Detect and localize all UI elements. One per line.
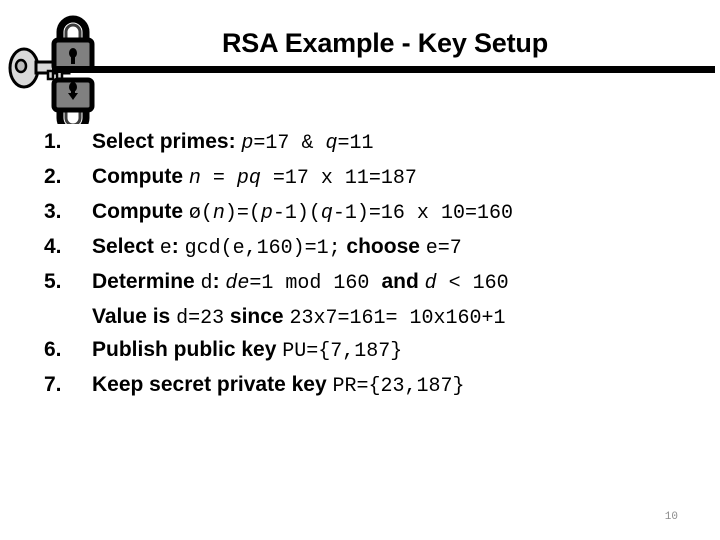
- closed-padlock-shape: [51, 15, 95, 73]
- text-run: =17: [253, 132, 290, 155]
- text-run: =17 x 11=187: [260, 167, 417, 190]
- list-item-number: 5.: [44, 270, 62, 293]
- text-run: p: [241, 132, 254, 155]
- list-item-number: 4.: [44, 235, 62, 258]
- text-run: -1)(: [272, 202, 321, 225]
- text-run: d: [200, 272, 213, 295]
- title-divider: [52, 66, 715, 73]
- text-run: =1 mod 160: [249, 272, 382, 295]
- text-run: q: [320, 202, 333, 225]
- list-item: 3. Compute ø(n)=(p-1)(q-1)=16 x 10=160: [0, 196, 720, 231]
- text-run: p: [260, 202, 273, 225]
- list-item-text: Keep secret private key PR={23,187}: [92, 369, 465, 402]
- list-item-number: 2.: [44, 165, 62, 188]
- text-run: Compute: [92, 200, 189, 223]
- page-title: RSA Example - Key Setup: [222, 28, 548, 58]
- text-run: gcd(e,160)=1;: [184, 237, 341, 260]
- list-item: 5. Determine d: de=1 mod 160 and d < 160: [0, 266, 720, 301]
- list-item-number: 6.: [44, 338, 62, 361]
- text-run: )=(: [224, 202, 261, 225]
- text-run: n: [212, 202, 225, 225]
- list-item: 4. Select e: gcd(e,160)=1; choose e=7: [0, 231, 720, 266]
- list-item-text: Select e: gcd(e,160)=1; choose e=7: [92, 231, 462, 264]
- text-run: Publish public key: [92, 338, 283, 361]
- text-run: PR={23,187}: [332, 375, 465, 398]
- list-item-text: Determine d: de=1 mod 160 and d < 160: [92, 266, 509, 299]
- text-run: &: [289, 132, 326, 155]
- text-run: =: [200, 167, 237, 190]
- list-item-number: 1.: [44, 130, 62, 153]
- list-item-number: 3.: [44, 200, 62, 223]
- list-item: 6. Publish public key PU={7,187}: [0, 334, 720, 369]
- text-run: Select primes:: [92, 130, 242, 153]
- list-item-text: Compute ø(n)=(p-1)(q-1)=16 x 10=160: [92, 196, 513, 229]
- text-run: < 160: [436, 272, 509, 295]
- text-run: Select: [92, 235, 160, 258]
- list-item-text: Value is d=23 since 23x7=161= 10x160+1: [92, 301, 506, 334]
- text-run: d: [424, 272, 437, 295]
- text-run: Determine: [92, 270, 201, 293]
- text-run: :: [212, 270, 226, 293]
- list-item-number: 7.: [44, 373, 62, 396]
- text-run: =11: [337, 132, 374, 155]
- text-run: d=23: [176, 307, 225, 330]
- text-run: q: [325, 132, 338, 155]
- text-run: since: [224, 305, 290, 328]
- text-run: de: [225, 272, 250, 295]
- text-run: e: [159, 237, 172, 260]
- text-run: choose: [340, 235, 426, 258]
- open-padlock-shape: [51, 77, 95, 124]
- list-item-text: Select primes: p=17 & q=11: [92, 126, 373, 159]
- slide-header: RSA Example - Key Setup: [0, 0, 720, 124]
- page-number: 10: [664, 511, 678, 523]
- text-run: Compute: [92, 165, 189, 188]
- text-run: PU={7,187}: [282, 340, 403, 363]
- text-run: n: [188, 167, 201, 190]
- list-item-text: Publish public key PU={7,187}: [92, 334, 402, 367]
- text-run: 23x7=161= 10x160+1: [289, 307, 506, 330]
- list-item: Value is d=23 since 23x7=161= 10x160+1: [0, 301, 720, 334]
- text-run: ø(: [188, 202, 213, 225]
- text-run: Value is: [92, 305, 177, 328]
- list-item: 1. Select primes: p=17 & q=11: [0, 126, 720, 161]
- list-item-text: Compute n = pq =17 x 11=187: [92, 161, 417, 194]
- list-item: 2. Compute n = pq =17 x 11=187: [0, 161, 720, 196]
- text-run: e=7: [425, 237, 462, 260]
- text-run: :: [171, 235, 185, 258]
- text-run: -1)=16 x 10=160: [332, 202, 513, 225]
- list-item: 7. Keep secret private key PR={23,187}: [0, 369, 720, 404]
- text-run: Keep secret private key: [92, 373, 333, 396]
- text-run: pq: [236, 167, 261, 190]
- text-run: and: [381, 270, 425, 293]
